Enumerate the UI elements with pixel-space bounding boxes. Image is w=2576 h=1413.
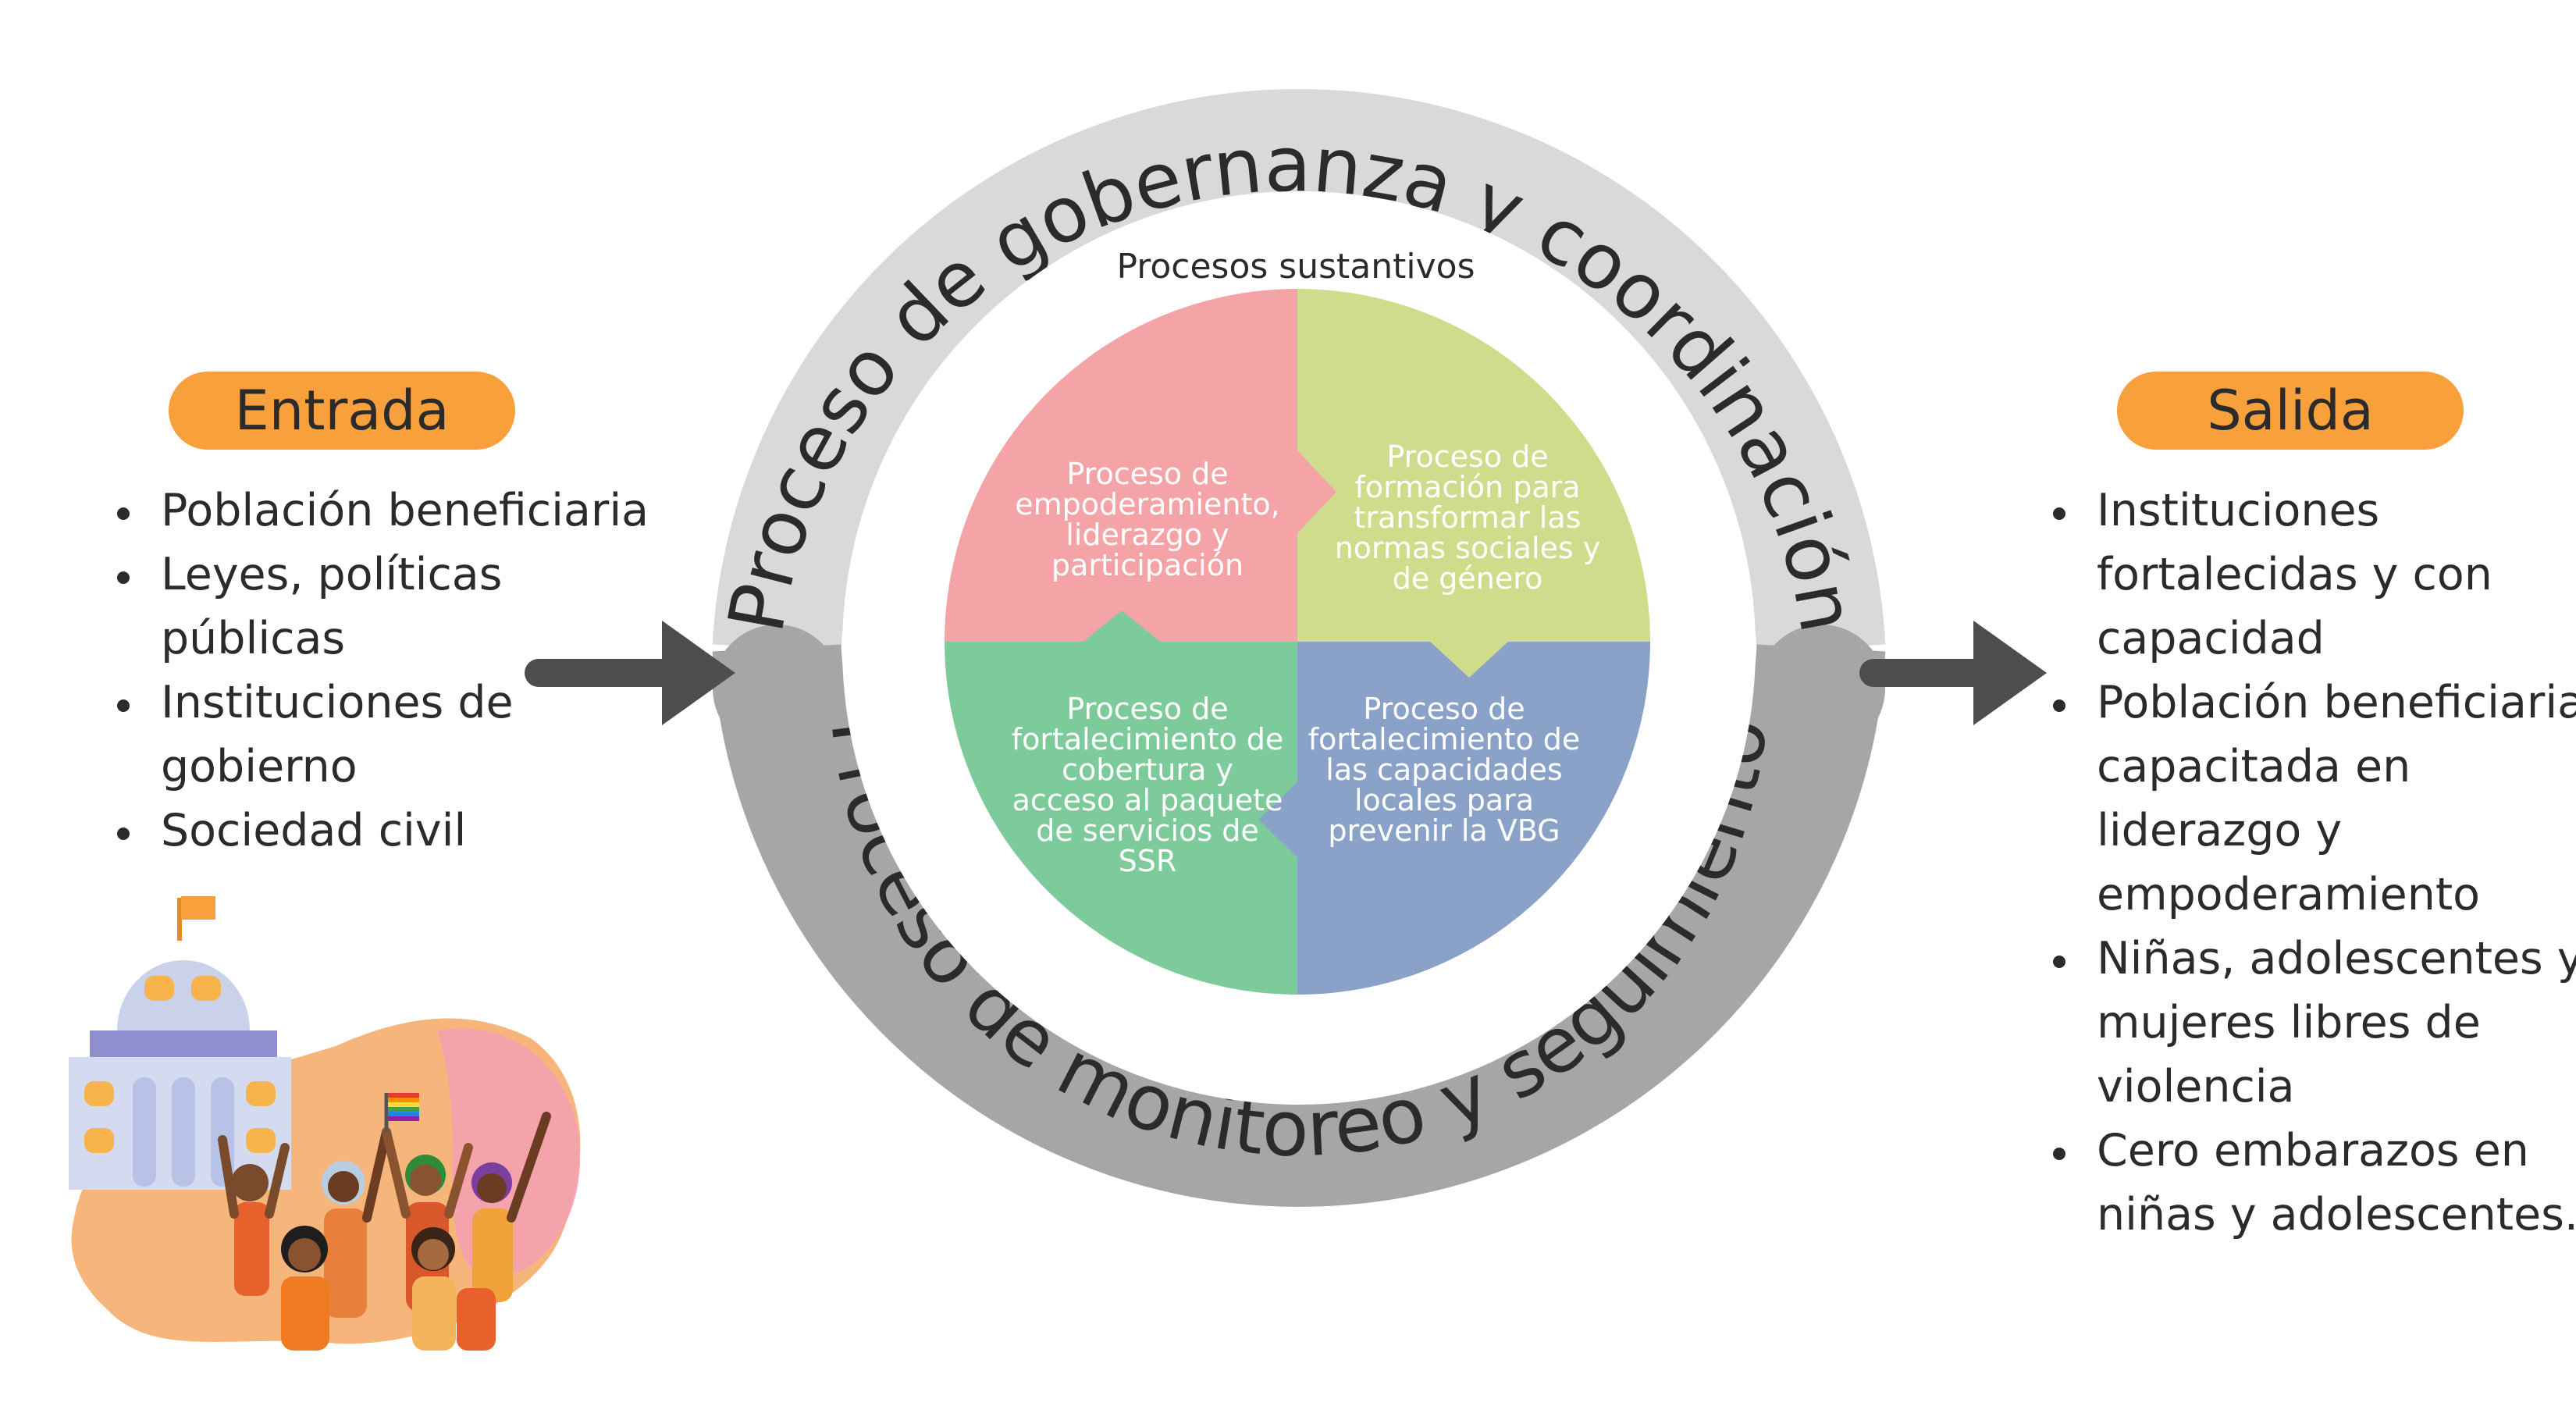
entrada-list: Población beneficiaria Leyes, políticas … xyxy=(101,479,693,863)
quadrant-tl-label: Proceso de empoderamiento, liderazgo y p… xyxy=(1007,459,1288,581)
quadrant-tr-label: Proceso de formación para transformar la… xyxy=(1327,442,1608,594)
list-item: Cero embarazos en niñas y adolescentes. xyxy=(2083,1119,2576,1247)
arrow-out xyxy=(1873,621,2047,725)
salida-badge: Salida xyxy=(2117,372,2464,450)
entrada-badge: Entrada xyxy=(169,372,515,450)
list-item: Población beneficiaria capacitada en lid… xyxy=(2083,671,2576,927)
entrada-label: Entrada xyxy=(234,379,449,443)
quadrant-bl-label: Proceso de fortalecimiento de cobertura … xyxy=(1007,694,1288,877)
salida-list: Instituciones fortalecidas y con capacid… xyxy=(2037,479,2576,1247)
list-item: Instituciones de gobierno xyxy=(147,671,693,799)
list-item: Leyes, políticas públicas xyxy=(147,543,693,671)
center-title: Procesos sustantivos xyxy=(1077,247,1514,287)
salida-label: Salida xyxy=(2207,379,2374,443)
list-item: Instituciones fortalecidas y con capacid… xyxy=(2083,479,2576,671)
list-item: Población beneficiaria xyxy=(147,479,693,543)
list-item: Sociedad civil xyxy=(147,799,693,863)
community-illustration xyxy=(69,896,580,1351)
quadrant-br-label: Proceso de fortalecimiento de las capaci… xyxy=(1296,694,1592,846)
list-item: Niñas, adolescentes y mujeres libres de … xyxy=(2083,927,2576,1119)
